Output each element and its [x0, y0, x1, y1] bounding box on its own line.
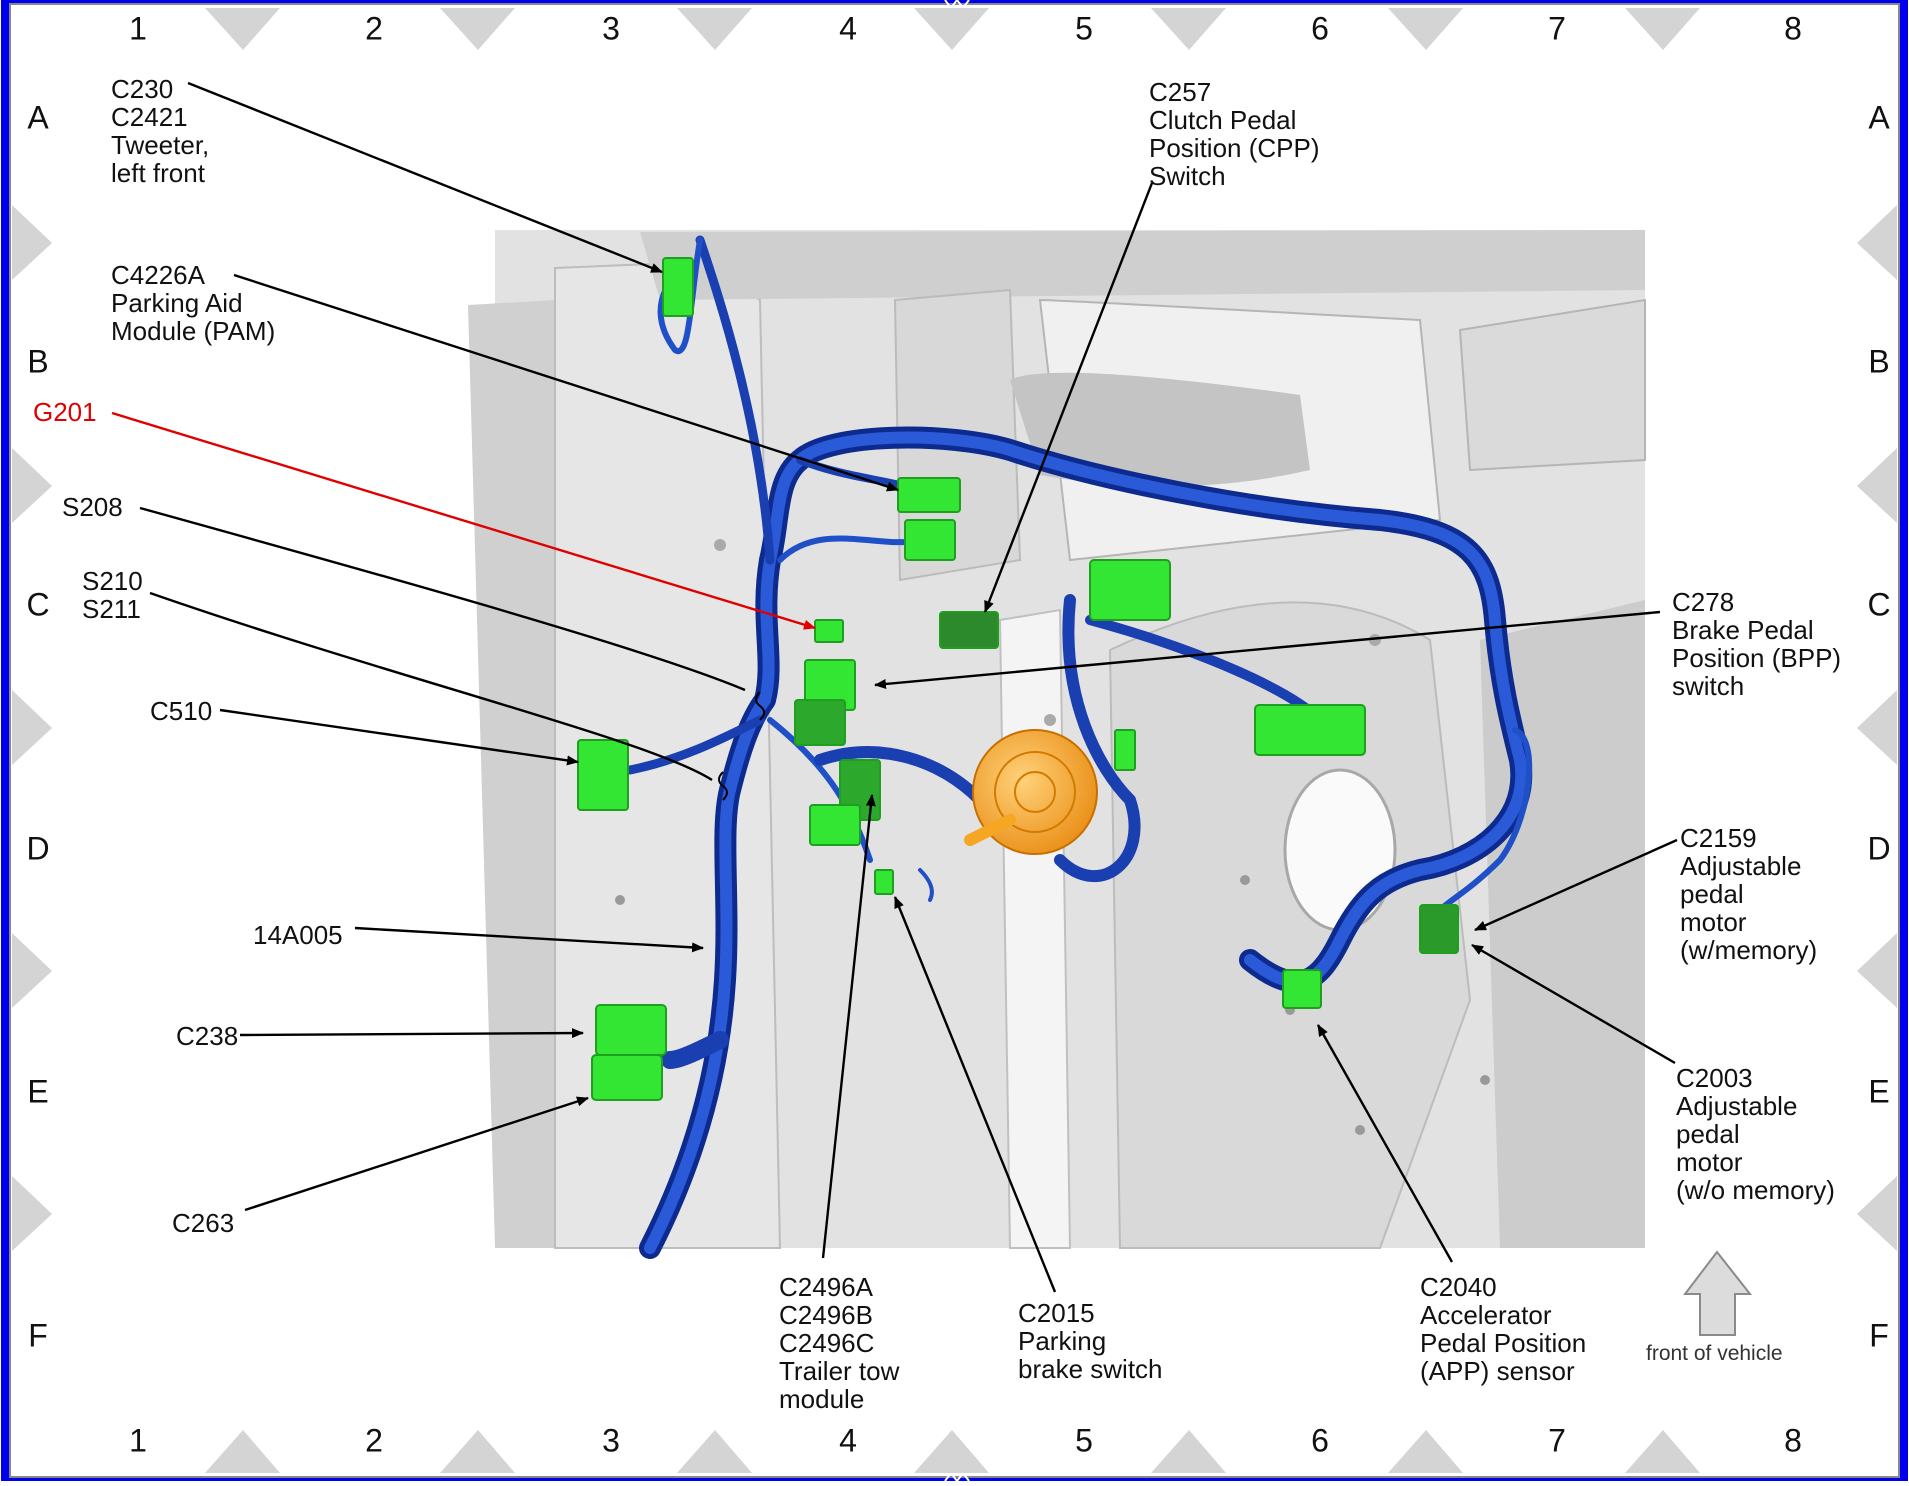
- connector-right-center: [1254, 704, 1366, 756]
- grid-col-1-bottom: 1: [129, 1422, 147, 1459]
- connector-c2496-cluster: [794, 699, 846, 746]
- callout-14a005: 14A005: [253, 920, 343, 950]
- callout-g201: G201: [33, 397, 97, 427]
- grid-col-5-top: 5: [1075, 10, 1093, 47]
- callout-c263: C263: [172, 1208, 235, 1238]
- zone-ticks-right: [1857, 205, 1897, 1251]
- connector-c2040: [1282, 969, 1322, 1009]
- grid-col-6-top: 6: [1311, 10, 1329, 47]
- connector-c2015: [874, 869, 894, 895]
- grid-row-a-right: A: [1868, 99, 1890, 136]
- leader-lines: [139, 81, 1678, 1293]
- grid-col-7-bottom: 7: [1548, 1422, 1566, 1459]
- callout-c238: C238: [176, 1021, 239, 1051]
- connector-c2159: [1419, 904, 1459, 954]
- connector-c4226a: [897, 477, 961, 513]
- grid-col-4-top: 4: [839, 10, 857, 47]
- callout-c257: C257 Clutch Pedal Position (CPP) Switch: [1149, 77, 1320, 191]
- grid-row-f-right: F: [1869, 1317, 1889, 1354]
- callout-c510: C510: [150, 696, 213, 726]
- grid-col-6-bottom: 6: [1311, 1422, 1329, 1459]
- connector-small-center: [1114, 729, 1136, 771]
- connector-c263: [591, 1054, 663, 1101]
- grid-row-c-right: C: [1867, 586, 1891, 623]
- grid-col-8-top: 8: [1784, 10, 1802, 47]
- callout-c2015: C2015 Parking brake switch: [1018, 1298, 1163, 1384]
- grid-row-b-left: B: [27, 343, 49, 380]
- grid-col-2-top: 2: [365, 10, 383, 47]
- connector-c510: [577, 739, 629, 811]
- connector-g201-area: [814, 619, 844, 643]
- connector-c2496-b: [809, 804, 861, 846]
- grid-row-d-right: D: [1867, 830, 1891, 867]
- zone-ticks-left: [12, 205, 52, 1251]
- callout-s210-s211: S210 S211: [82, 566, 143, 624]
- callout-c278: C278 Brake Pedal Position (BPP) switch: [1672, 587, 1842, 701]
- grid-row-e-left: E: [27, 1073, 49, 1110]
- front-of-vehicle-arrow-icon: [1682, 1250, 1753, 1336]
- connectors: [577, 257, 1459, 1101]
- callout-c230: C230 C2421 Tweeter, left front: [111, 74, 210, 188]
- grid-col-7-top: 7: [1548, 10, 1566, 47]
- grid-col-1-top: 1: [129, 10, 147, 47]
- parking-brake-switch: [964, 729, 1098, 855]
- grid-col-4-bottom: 4: [839, 1422, 857, 1459]
- connector-c257: [939, 611, 999, 649]
- callout-c4226a: C4226A Parking Aid Module (PAM): [111, 260, 276, 346]
- grid-col-2-bottom: 2: [365, 1422, 383, 1459]
- grid-row-e-right: E: [1868, 1073, 1890, 1110]
- front-of-vehicle-label: front of vehicle: [1646, 1342, 1783, 1365]
- grid-row-c-left: C: [26, 586, 50, 623]
- callout-c2496: C2496A C2496B C2496C Trailer tow module: [779, 1272, 900, 1414]
- connector-c238: [595, 1004, 667, 1056]
- grid-col-5-bottom: 5: [1075, 1422, 1093, 1459]
- zone-ticks-bottom: [205, 1430, 1700, 1473]
- grid-row-a-left: A: [27, 99, 49, 136]
- grid-row-f-left: F: [28, 1317, 48, 1354]
- connector-c4226a-b: [904, 519, 956, 561]
- callout-c2159: C2159 Adjustable pedal motor (w/memory): [1680, 823, 1818, 965]
- callout-c2003: C2003 Adjustable pedal motor (w/o memory…: [1676, 1063, 1835, 1205]
- grid-row-d-left: D: [26, 830, 50, 867]
- connector-upper-center: [1089, 559, 1171, 621]
- zone-ticks-top: [205, 8, 1700, 50]
- connector-c230: [662, 257, 694, 317]
- leader-line-g201: [111, 411, 816, 630]
- grid-col-3-top: 3: [602, 10, 620, 47]
- grid-row-b-right: B: [1868, 343, 1890, 380]
- splice-marks: [718, 691, 765, 801]
- callout-c2040: C2040 Accelerator Pedal Position (APP) s…: [1420, 1272, 1587, 1386]
- grid-col-8-bottom: 8: [1784, 1422, 1802, 1459]
- callout-s208: S208: [62, 492, 123, 522]
- grid-col-3-bottom: 3: [602, 1422, 620, 1459]
